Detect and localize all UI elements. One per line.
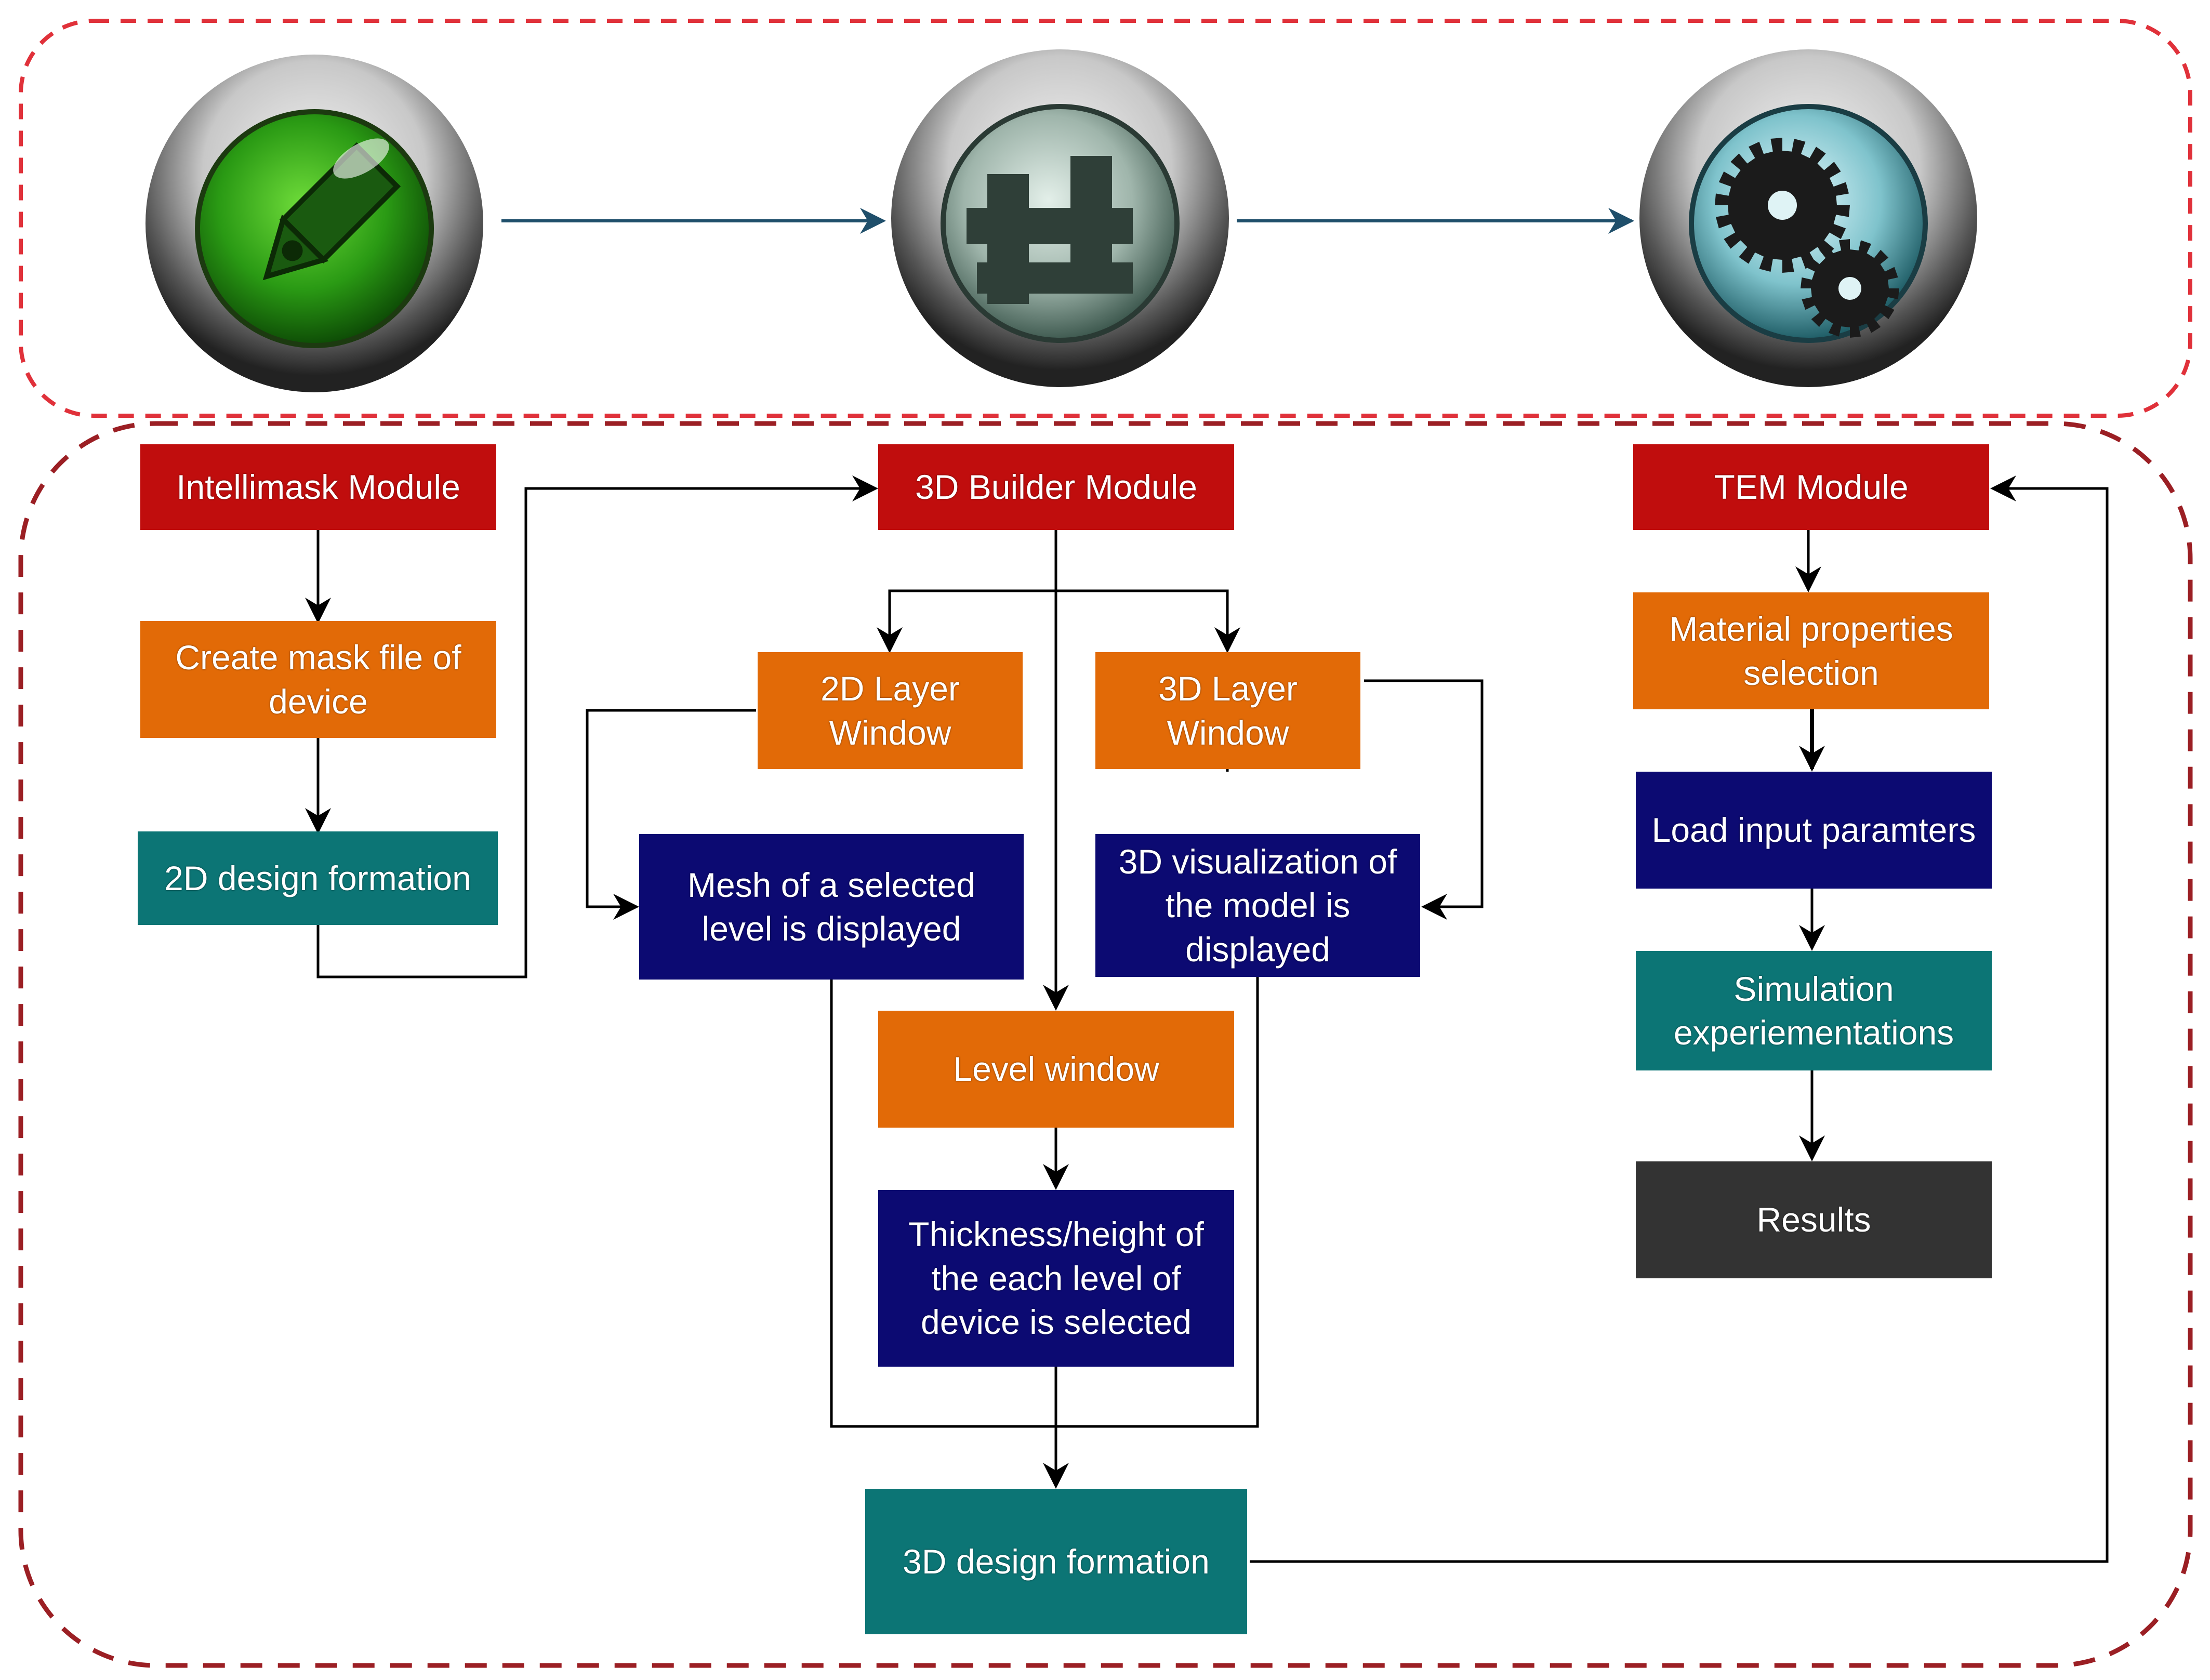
small-gear xyxy=(1801,239,1899,338)
level-window-box: Level window xyxy=(878,1011,1234,1128)
gear-hole xyxy=(1768,191,1797,220)
3d-builder-module-box: 3D Builder Module xyxy=(878,444,1234,530)
3d-design-formation-box: 3D design formation xyxy=(865,1489,1247,1634)
results-box: Results xyxy=(1636,1161,1992,1278)
mesh-displayed-box: Mesh of a selected level is displayed xyxy=(639,834,1024,980)
top-region-border xyxy=(19,19,2192,418)
arrow-builder-to-2dlayer xyxy=(877,589,1056,653)
intellimask-module-box: Intellimask Module xyxy=(140,444,496,530)
builder-blocks-icon xyxy=(891,49,1229,387)
3d-visualization-box: 3D visualization of the model is display… xyxy=(1095,834,1420,977)
line-mesh-down xyxy=(830,980,1056,1428)
big-gear xyxy=(1715,138,1850,273)
arrow-design-to-tem xyxy=(1250,475,2109,1563)
material-properties-box: Material properties selection xyxy=(1633,592,1989,709)
simulation-box: Simulation experiementations xyxy=(1636,951,1992,1070)
gears-icon xyxy=(1639,49,1977,387)
line-visual-down xyxy=(1056,977,1259,1428)
gear-hole xyxy=(1838,277,1861,300)
thickness-selected-box: Thickness/height of the each level of de… xyxy=(878,1190,1234,1367)
create-mask-box: Create mask file of device xyxy=(140,621,496,738)
3d-layer-window-box: 3D Layer Window xyxy=(1095,652,1360,769)
arrow-2d-to-builder xyxy=(316,475,878,978)
load-input-box: Load input paramters xyxy=(1636,772,1992,889)
arrow-2dlayer-to-mesh xyxy=(586,709,756,920)
arrow-builder-to-3dlayer xyxy=(1056,589,1240,653)
bottom-region-border xyxy=(18,421,2193,1668)
arrow-3dlayer-to-visual xyxy=(1364,679,1484,920)
2d-design-formation-box: 2D design formation xyxy=(138,831,498,925)
2d-layer-window-box: 2D Layer Window xyxy=(758,652,1023,769)
tem-module-box: TEM Module xyxy=(1633,444,1989,530)
pencil-icon xyxy=(145,55,483,392)
